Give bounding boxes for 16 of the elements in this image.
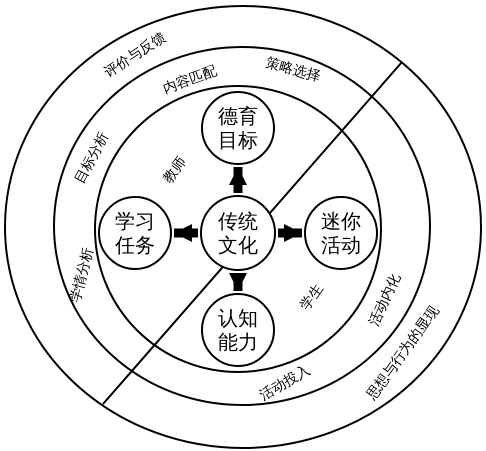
concept-label: 德育目标 xyxy=(217,104,259,152)
concept-label: 迷你活动 xyxy=(320,209,362,257)
ring-label: 活动内化 xyxy=(366,271,404,329)
ring-label: 策略选择 xyxy=(264,55,322,85)
block-arrow xyxy=(229,167,247,193)
block-arrow xyxy=(229,273,247,291)
concept-label: 传统文化 xyxy=(217,209,259,257)
block-arrow xyxy=(278,224,302,242)
concept-label: 认知能力 xyxy=(217,306,259,354)
concept-label: 学习任务 xyxy=(114,209,156,257)
ring-label: 目标分析 xyxy=(72,130,112,186)
ring-label: 学情分析 xyxy=(67,246,97,304)
ring-label: 学生 xyxy=(297,280,327,314)
ring-label: 教师 xyxy=(160,154,190,186)
block-arrow xyxy=(174,224,198,242)
ring-label: 活动投入 xyxy=(256,362,314,404)
